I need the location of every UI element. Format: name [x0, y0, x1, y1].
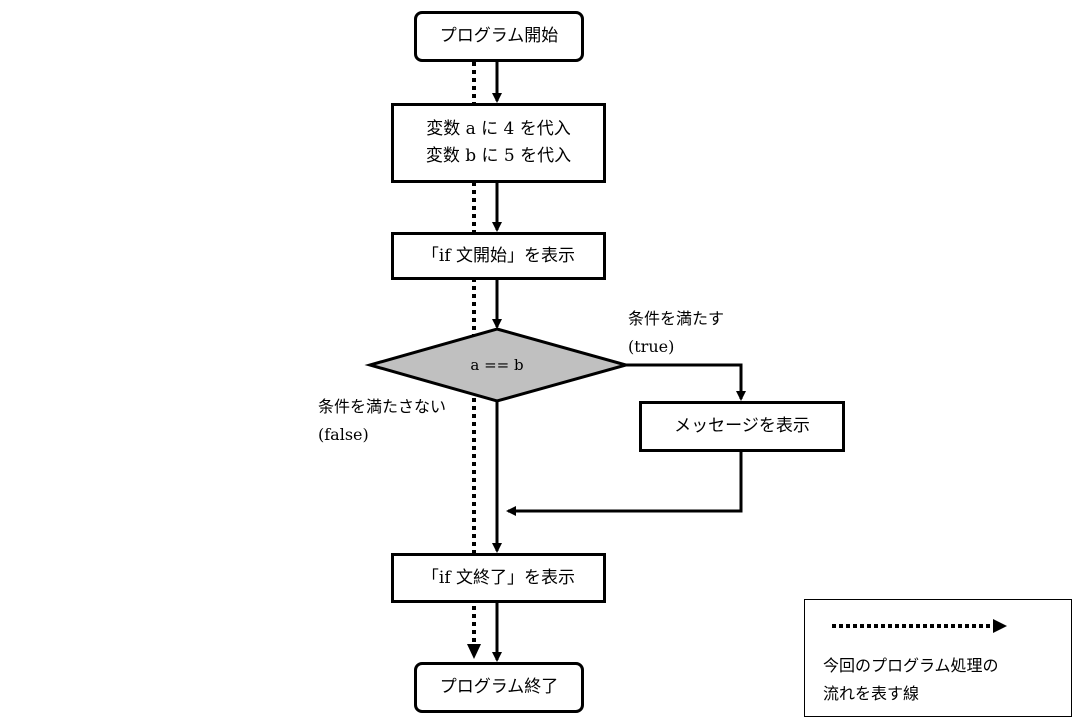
print-if-end-text: 「if 文終了」を表示 — [421, 567, 576, 588]
false-label-line-2: (false) — [318, 425, 369, 444]
legend-description: 今回のプログラム処理の 流れを表す線 — [823, 652, 999, 708]
print-message-box: メッセージを表示 — [639, 401, 845, 452]
arrow-message-return — [506, 452, 743, 516]
start-terminal: プログラム開始 — [414, 11, 584, 62]
legend-line-2: 流れを表す線 — [823, 684, 920, 703]
print-if-start-box: 「if 文開始」を表示 — [391, 232, 606, 280]
legend-dotted-arrow-icon — [832, 619, 1007, 633]
print-if-end-box: 「if 文終了」を表示 — [391, 553, 606, 603]
print-if-start-text: 「if 文開始」を表示 — [421, 245, 576, 266]
true-label-line-1: 条件を満たす — [628, 309, 725, 328]
condition-text: a == b — [470, 356, 524, 374]
assign-line-2: 変数 b に 5 を代入 — [425, 146, 572, 166]
assign-process-box: 変数 a に 4 を代入 変数 b に 5 を代入 — [391, 103, 606, 183]
assign-line-1: 変数 a に 4 を代入 — [426, 119, 571, 139]
legend-line-1: 今回のプログラム処理の — [823, 656, 999, 675]
true-label-line-2: (true) — [628, 337, 675, 356]
execution-path-arrowhead — [467, 644, 481, 659]
condition-diamond — [364, 327, 632, 403]
start-text: プログラム開始 — [439, 26, 559, 46]
false-label-line-1: 条件を満たさない — [318, 397, 447, 416]
arrow-true-branch — [626, 363, 746, 401]
print-message-text: メッセージを表示 — [674, 416, 810, 436]
end-terminal: プログラム終了 — [414, 662, 584, 713]
false-branch-label: 条件を満たさない (false) — [318, 393, 446, 449]
end-text: プログラム終了 — [439, 677, 559, 697]
true-branch-label: 条件を満たす (true) — [628, 305, 724, 361]
legend-box: 今回のプログラム処理の 流れを表す線 — [804, 599, 1072, 717]
